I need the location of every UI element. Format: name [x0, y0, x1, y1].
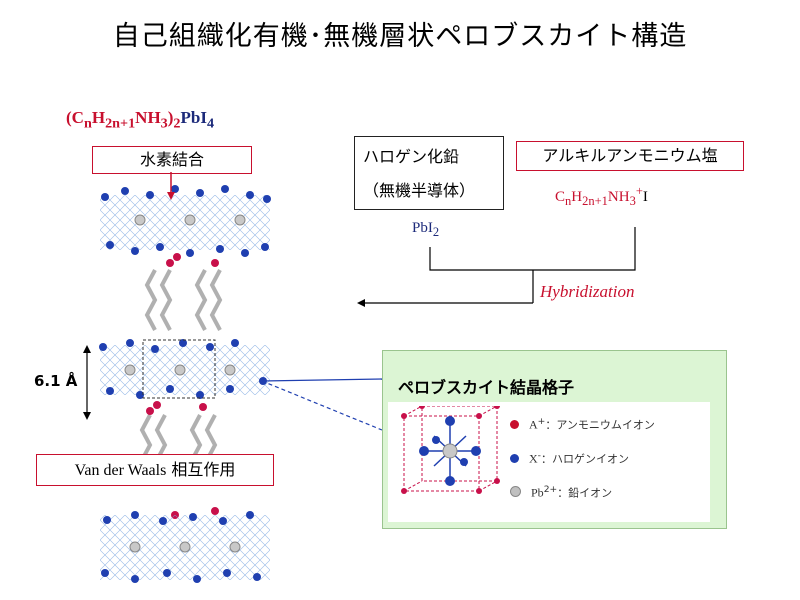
van-der-waals-label: Van der Waals 相互作用: [36, 454, 274, 486]
layered-perovskite-illustration: [99, 185, 271, 583]
legend-item-lead: Pb2+：鉛イオン: [510, 484, 655, 518]
crystal-lattice-title: ペロブスカイト結晶格子: [398, 378, 575, 397]
halide-box: ハロゲン化鉛 （無機半導体）: [354, 136, 504, 210]
layer-spacing-arrow: [83, 345, 91, 420]
lead-ion-marker: [510, 485, 521, 497]
inorganic-layer-middle: [99, 339, 270, 399]
legend: A+：アンモニウムイオン X-：ハロゲンイオン Pb2+：鉛イオン: [510, 416, 655, 518]
page-title: 自己組織化有機･無機層状ペロブスカイト構造: [112, 21, 688, 52]
unit-cell-diagram: [401, 406, 500, 494]
hybridization-label: Hybridization: [540, 282, 635, 301]
ammonium-salt-box: アルキルアンモニウム塩: [516, 141, 744, 171]
inorganic-layer-top: [100, 185, 271, 257]
zoom-connector: [262, 378, 383, 431]
hydrogen-bond-label: 水素結合: [92, 146, 252, 174]
pbi2-formula: PbI2: [412, 220, 440, 239]
halide-box-line1: ハロゲン化鉛: [363, 147, 460, 166]
hydrogen-bond-arrow: [167, 172, 175, 200]
legend-item-halogen: X-：ハロゲンイオン: [510, 450, 655, 484]
organic-chains-top: [144, 269, 223, 331]
ammonium-ion-marker: [510, 419, 519, 429]
inorganic-layer-bottom: [100, 511, 270, 583]
legend-item-ammonium: A+：アンモニウムイオン: [510, 416, 655, 450]
ammonium-salt-formula: CnH2n+1NH3+I: [555, 184, 648, 208]
halide-box-line2: （無機半導体）: [363, 181, 476, 200]
layer-spacing-label: 6.1 Å: [34, 372, 78, 390]
halogen-ion-marker: [510, 453, 519, 463]
chemical-formula: (CnH2n+1NH3)2PbI4: [66, 108, 215, 132]
hybridization-connector: [357, 227, 636, 307]
crystal-lattice-figure: A+：アンモニウムイオン X-：ハロゲンイオン Pb2+：鉛イオン: [388, 402, 710, 522]
